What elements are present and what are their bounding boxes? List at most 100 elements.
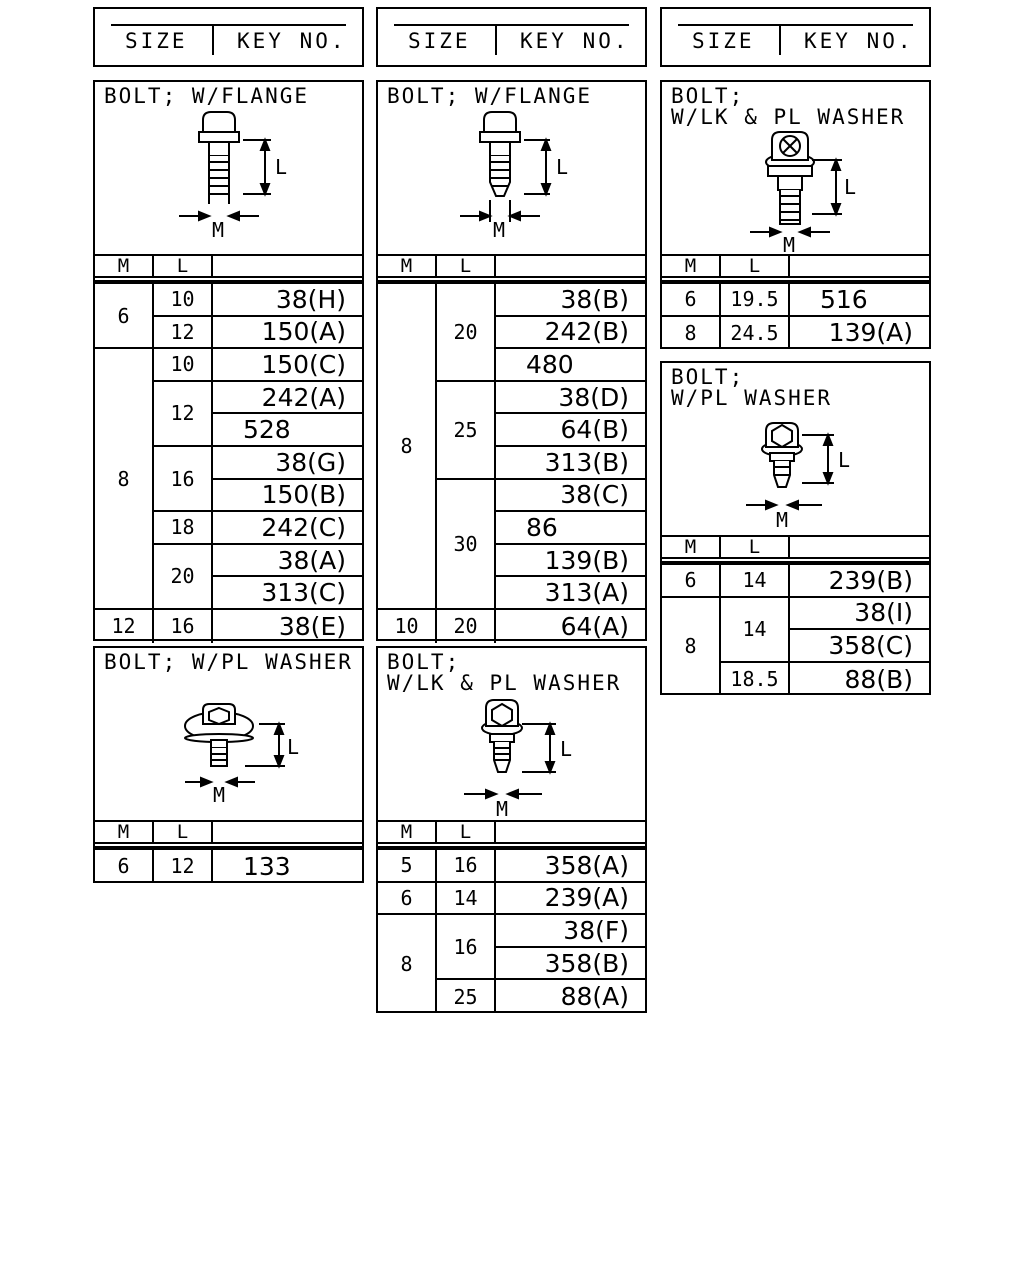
size-m-cell: 5: [378, 850, 437, 883]
key-number-cell: 38(D): [496, 382, 645, 415]
size-l-cell: 16: [154, 447, 213, 513]
key-number-cell: 38(B): [496, 284, 645, 317]
column-header-l: L: [154, 254, 213, 278]
key-number-cell: 358(C): [790, 630, 929, 663]
column-header-l: L: [721, 535, 790, 559]
size-l-cell: 20: [154, 544, 213, 610]
size-l-cell: 14: [437, 882, 496, 916]
header-double-rule: [95, 846, 362, 850]
column-header-m: M: [95, 820, 154, 844]
column-header-key: [213, 820, 362, 844]
key-number-cell: 242(C): [213, 512, 362, 545]
pl-washer-tapping-bolt-illustration: L M: [746, 422, 850, 532]
size-l-cell: 16: [154, 610, 213, 643]
key-number-cell: 38(I): [790, 598, 929, 631]
column-header-m: M: [378, 820, 437, 844]
size-l-cell: 20: [437, 284, 496, 382]
size-l-cell: 12: [154, 850, 213, 883]
size-m-cell: 8: [378, 915, 437, 1013]
panel-title: BOLT; W/FLANGE: [387, 84, 593, 108]
key-number-cell: 64(B): [496, 414, 645, 447]
size-l-cell: 10: [154, 284, 213, 317]
size-l-cell: 30: [437, 479, 496, 610]
size-m-cell: 6: [378, 882, 437, 916]
size-l-cell: 19.5: [721, 284, 790, 317]
lk-pl-washer-bolt-illustration: L M: [750, 131, 856, 257]
column-header-key: [790, 254, 929, 278]
size-m-cell: 6: [95, 850, 154, 883]
dim-l-label: L: [556, 155, 568, 179]
header-divider: [495, 24, 497, 55]
header-double-rule: [95, 280, 362, 284]
panel-title: BOLT; W/PL WASHER: [104, 650, 353, 674]
key-number-cell: 528: [213, 414, 362, 447]
dim-m-label: M: [783, 233, 795, 257]
size-l-cell: 18: [154, 512, 213, 545]
size-l-cell: 12: [154, 316, 213, 350]
key-number-cell: 38(G): [213, 447, 362, 480]
size-l-cell: 25: [437, 381, 496, 480]
key-number-cell: 139(B): [496, 545, 645, 578]
header-rule: [678, 24, 913, 26]
column-header-key: [790, 535, 929, 559]
dim-l-label: L: [560, 737, 572, 761]
key-number-cell: 38(C): [496, 480, 645, 513]
key-number-cell: 313(B): [496, 447, 645, 480]
key-no-label: KEY NO.: [237, 29, 347, 53]
size-m-cell: 8: [378, 284, 437, 610]
column-header-l: L: [721, 254, 790, 278]
size-m-cell: 6: [662, 284, 721, 317]
key-number-cell: 313(C): [213, 577, 362, 610]
key-number-cell: 150(C): [213, 349, 362, 382]
size-l-cell: 25: [437, 980, 496, 1013]
size-key-header-3: SIZE KEY NO.: [660, 7, 931, 67]
dim-m-label: M: [213, 783, 225, 807]
key-number-cell: 242(B): [496, 317, 645, 350]
pl-washer-bolt-illustration: L M: [184, 703, 299, 807]
key-number-cell: 64(A): [560, 611, 629, 641]
key-number-cell: 313(A): [496, 577, 645, 610]
key-number-cell: 38(A): [213, 545, 362, 578]
dim-l-label: L: [844, 175, 856, 199]
key-number-cell: 86: [496, 512, 645, 545]
size-m-cell: 6: [95, 284, 154, 350]
column-header-key: [213, 254, 362, 278]
size-l-cell: 18.5: [721, 662, 790, 696]
size-m-cell: 6: [662, 565, 721, 598]
size-l-cell: 14: [721, 597, 790, 663]
size-m-cell: 10: [378, 610, 437, 643]
key-no-label: KEY NO.: [520, 29, 630, 53]
key-number-cell: 516: [790, 284, 929, 317]
dim-m-label: M: [212, 218, 224, 242]
size-m-cell: 8: [662, 597, 721, 696]
size-label: SIZE: [408, 29, 471, 53]
size-label: SIZE: [125, 29, 188, 53]
key-number-cell: 139(A): [828, 318, 913, 348]
size-key-header-1: SIZE KEY NO.: [93, 7, 364, 67]
dim-m-label: M: [496, 797, 508, 821]
size-l-cell: 14: [721, 565, 790, 598]
key-number-cell: 150(B): [213, 480, 362, 513]
size-l-cell: 12: [154, 381, 213, 447]
header-double-rule: [662, 561, 929, 565]
size-l-cell: 24.5: [721, 316, 790, 350]
flange-bolt-tapered-illustration: L M: [460, 111, 568, 242]
key-number-cell: 358(A): [496, 850, 645, 883]
key-number-cell: 358(B): [496, 948, 645, 981]
column-header-l: L: [437, 254, 496, 278]
size-label: SIZE: [692, 29, 755, 53]
key-number-cell: 480: [496, 349, 645, 382]
column-header-key: [496, 254, 645, 278]
header-double-rule: [378, 280, 645, 284]
panel-title: BOLT; W/LK & PL WASHER: [671, 84, 906, 129]
dim-l-label: L: [275, 155, 287, 179]
column-header-key: [496, 820, 645, 844]
dim-m-label: M: [776, 508, 788, 532]
key-no-label: KEY NO.: [804, 29, 914, 53]
column-header-l: L: [437, 820, 496, 844]
key-number-cell: 38(E): [278, 611, 346, 641]
